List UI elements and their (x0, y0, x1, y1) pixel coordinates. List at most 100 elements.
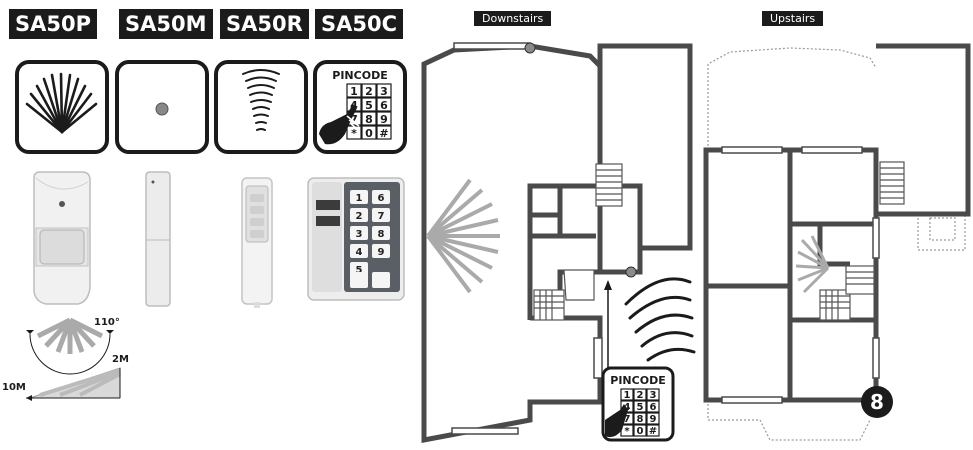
downstairs-contact-dot (524, 42, 536, 54)
detection-range-diagram: 2M 10M (2, 354, 129, 401)
tile-key-box (361, 125, 377, 140)
device-key-label: 3 (356, 229, 363, 240)
product-label-sa50r: SA50R (220, 9, 309, 39)
plan-key-box (646, 424, 660, 437)
plan-key-box (633, 400, 647, 413)
plan-key-label: 3 (650, 390, 657, 401)
device-key-label: 8 (378, 229, 385, 240)
pir-fan-icon (25, 72, 98, 134)
dot-icon (155, 102, 169, 116)
tile-key-box (361, 111, 377, 126)
device-key-box (372, 244, 390, 258)
downstairs-signal-waves-icon (624, 277, 696, 362)
device-key-label: 9 (378, 247, 385, 258)
device-key-box (350, 190, 368, 204)
tile-key-label: 1 (350, 85, 358, 98)
tile-key-label: 6 (380, 99, 388, 112)
device-key-box (372, 208, 390, 222)
device-key-box (372, 190, 390, 204)
plan-key-label: 6 (650, 402, 657, 413)
device-key-label: 2 (356, 211, 363, 222)
device-key-label: 5 (356, 265, 363, 276)
product-label-sa50c: SA50C (315, 9, 404, 39)
detection-angle-diagram: 110° (26, 317, 120, 375)
remote-device-photo (241, 177, 273, 308)
plan-key-box (633, 412, 647, 425)
downstairs-contact-dot (625, 266, 637, 278)
remote-signal-icon (214, 60, 308, 154)
tile-key-label: 7 (350, 113, 358, 126)
tile-key-label: 0 (365, 127, 373, 140)
range-label: 10M (2, 382, 26, 393)
plan-key-box (633, 424, 647, 437)
device-keypad-keys: 1 6 2 7 3 8 4 9 5 (350, 190, 390, 276)
downstairs-label: Downstairs (474, 11, 552, 26)
angle-label: 110° (94, 317, 120, 328)
magnetic-contact-icon (115, 60, 209, 154)
plan-key-label: * (624, 426, 630, 437)
plan-key-box (620, 388, 634, 401)
plan-key-label: 8 (637, 414, 644, 425)
magnetic-device-photo (145, 171, 171, 307)
plan-key-label: 0 (637, 426, 644, 437)
tile-key-box (361, 97, 377, 112)
plan-key-label: 9 (650, 414, 657, 425)
zone-number-badge: 8 (861, 386, 893, 418)
pir-device-photo (33, 171, 91, 305)
device-key-label: 1 (356, 193, 363, 204)
device-key-label: 6 (378, 193, 385, 204)
pir-spec-diagram: 110° 2M 10M (2, 317, 129, 401)
plan-key-box (646, 388, 660, 401)
tile-key-label: # (379, 127, 388, 140)
keypad-device-photo: 1 6 2 7 3 8 4 9 5 (307, 177, 405, 301)
device-key-box (350, 226, 368, 240)
device-key-box (350, 208, 368, 222)
tile-key-label: 3 (380, 85, 388, 98)
device-key-box (372, 226, 390, 240)
tile-key-box (361, 83, 377, 98)
tile-key-box (376, 97, 392, 112)
tile-key-box (376, 83, 392, 98)
upstairs-pir-fan-icon (795, 235, 830, 294)
tile-key-box (376, 111, 392, 126)
plan-key-box (646, 412, 660, 425)
plan-key-label: 2 (637, 390, 644, 401)
downstairs-stairs (533, 163, 623, 321)
plan-key-label: # (649, 426, 657, 437)
product-label-sa50p: SA50P (9, 9, 97, 39)
downstairs-windows (451, 42, 603, 435)
tile-key-label: 5 (365, 99, 373, 112)
product-label-sa50m: SA50M (119, 9, 213, 39)
upstairs-stairs (819, 161, 905, 321)
plan-key-label: 7 (624, 414, 631, 425)
device-photos: 1 6 2 7 3 8 4 9 5 (33, 171, 405, 308)
height-label: 2M (112, 354, 129, 365)
plan-key-box (646, 400, 660, 413)
upstairs-label: Upstairs (762, 11, 824, 26)
upstairs-windows (721, 146, 880, 404)
pir-sensor-icon (15, 60, 109, 154)
upstairs-dotted-outline (707, 47, 966, 441)
signal-waves-icon (242, 69, 280, 131)
device-key-label: 4 (356, 247, 363, 258)
tile-key-label: 9 (380, 113, 388, 126)
plan-key-label: 4 (624, 402, 631, 413)
device-key-box (350, 244, 368, 258)
plan-key-box (633, 388, 647, 401)
device-key-label: 7 (378, 211, 385, 222)
downstairs-pir-fan-icon (426, 178, 500, 294)
plan-key-label: 1 (624, 390, 631, 401)
tile-key-label: * (351, 127, 357, 140)
tile-key-label: 2 (365, 85, 373, 98)
pincode-title: PINCODE (332, 69, 387, 82)
plan-key-label: 5 (637, 402, 644, 413)
downstairs-pincode-title: PINCODE (610, 374, 665, 387)
tile-key-box (376, 125, 392, 140)
tile-key-box (346, 83, 362, 98)
upstairs-plan (703, 43, 971, 403)
tile-key-label: 8 (365, 113, 373, 126)
